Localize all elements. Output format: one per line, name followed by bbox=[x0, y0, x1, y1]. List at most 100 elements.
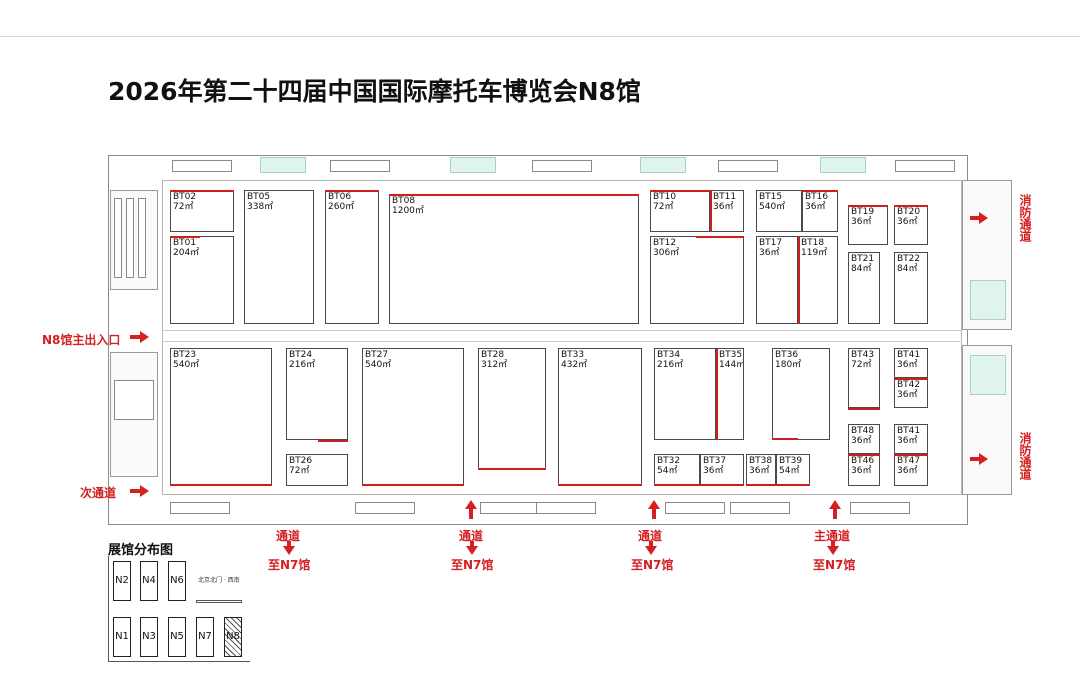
page-title: 2026年第二十四届中国国际摩托车博览会N8馆 bbox=[108, 77, 641, 106]
booth-area: 72㎡ bbox=[851, 360, 872, 370]
booth-bt48[interactable]: BT48 36㎡ bbox=[848, 424, 880, 454]
booth-bt23[interactable]: BT23 540㎡ bbox=[170, 348, 272, 486]
secondary-passage-arrow-icon bbox=[140, 485, 149, 497]
main-entrance-arrow-shaft bbox=[130, 335, 140, 339]
booth-bt10[interactable]: BT10 72㎡ bbox=[650, 190, 710, 232]
mini-hall-n3[interactable]: N3 bbox=[140, 617, 158, 657]
booth-code: BT20 bbox=[897, 207, 921, 217]
passage-down-arrow-shaft-1 bbox=[287, 541, 291, 547]
booth-code: BT48 bbox=[851, 426, 875, 436]
booth-area: 36㎡ bbox=[897, 466, 918, 476]
booth-code: BT02 bbox=[173, 192, 197, 202]
passage-up-arrow-icon bbox=[648, 500, 660, 509]
booth-bt43[interactable]: BT43 72㎡ bbox=[848, 348, 880, 408]
booth-bt35[interactable]: BT35 144㎡ bbox=[716, 348, 744, 440]
mini-hall-n6[interactable]: N6 bbox=[168, 561, 186, 601]
booth-area: 36㎡ bbox=[897, 217, 918, 227]
booth-code: BT16 bbox=[805, 192, 829, 202]
booth-bt19[interactable]: BT19 36㎡ bbox=[848, 205, 888, 245]
fire-passage-arrow-shaft-lower bbox=[970, 457, 979, 461]
opening-mark bbox=[894, 378, 928, 380]
opening-mark bbox=[848, 454, 880, 456]
booth-bt24[interactable]: BT24 216㎡ bbox=[286, 348, 348, 440]
booth-area: 540㎡ bbox=[173, 360, 200, 370]
booth-bt06[interactable]: BT06 260㎡ bbox=[325, 190, 379, 324]
booth-area: 338㎡ bbox=[247, 202, 274, 212]
mini-hall-n5[interactable]: N5 bbox=[168, 617, 186, 657]
booth-bt05[interactable]: BT05 338㎡ bbox=[244, 190, 314, 324]
passage-down-arrow-icon-2 bbox=[466, 546, 478, 555]
hall-distribution-title: 展馆分布图 bbox=[108, 543, 174, 558]
booth-bt42[interactable]: BT42 36㎡ bbox=[894, 378, 928, 408]
mini-hall-n7[interactable]: N7 bbox=[196, 617, 214, 657]
booth-bt11[interactable]: BT11 36㎡ bbox=[710, 190, 744, 232]
to-n7-label-4: 至N7馆 bbox=[813, 558, 856, 572]
booth-code: BT24 bbox=[289, 350, 313, 360]
booth-area: 180㎡ bbox=[775, 360, 802, 370]
booth-code: BT10 bbox=[653, 192, 677, 202]
booth-bt34[interactable]: BT34 216㎡ bbox=[654, 348, 716, 440]
passage-up-arrow-shaft bbox=[469, 509, 473, 519]
booth-area: 540㎡ bbox=[759, 202, 786, 212]
booth-bt22[interactable]: BT22 84㎡ bbox=[894, 252, 928, 324]
opening-mark bbox=[170, 190, 234, 192]
booth-area: 1200㎡ bbox=[392, 206, 424, 216]
opening-mark bbox=[798, 236, 800, 324]
booth-bt20[interactable]: BT20 36㎡ bbox=[894, 205, 928, 245]
booth-bt33[interactable]: BT33 432㎡ bbox=[558, 348, 642, 486]
mini-map-note: 北京北门 · 西南 bbox=[198, 577, 240, 584]
bottom-utility-4 bbox=[536, 502, 596, 514]
booth-area: 432㎡ bbox=[561, 360, 588, 370]
booth-bt21[interactable]: BT21 84㎡ bbox=[848, 252, 880, 324]
booth-code: BT08 bbox=[392, 196, 416, 206]
mini-hall-n4[interactable]: N4 bbox=[140, 561, 158, 601]
bottom-utility-2 bbox=[355, 502, 415, 514]
booth-bt41-upper[interactable]: BT41 36㎡ bbox=[894, 348, 928, 378]
passage-down-arrow-icon-1 bbox=[283, 546, 295, 555]
booth-bt37[interactable]: BT37 36㎡ bbox=[700, 454, 744, 486]
main-passage-down-arrow-shaft bbox=[831, 541, 835, 547]
booth-area: 144㎡ bbox=[719, 360, 744, 370]
booth-bt46[interactable]: BT46 36㎡ bbox=[848, 454, 880, 486]
hall-outline bbox=[108, 155, 968, 525]
left-stall-2 bbox=[126, 198, 134, 278]
booth-area: 36㎡ bbox=[897, 360, 918, 370]
booth-code: BT01 bbox=[173, 238, 197, 248]
booth-bt39[interactable]: BT39 54㎡ bbox=[776, 454, 810, 486]
booth-bt15[interactable]: BT15 540㎡ bbox=[756, 190, 802, 232]
booth-bt12[interactable]: BT12 306㎡ bbox=[650, 236, 744, 324]
mini-hall-n2[interactable]: N2 bbox=[113, 561, 131, 601]
booth-code: BT41 bbox=[897, 350, 921, 360]
booth-bt16[interactable]: BT16 36㎡ bbox=[802, 190, 838, 232]
top-utility-2 bbox=[330, 160, 390, 172]
booth-bt18[interactable]: BT18 119㎡ bbox=[798, 236, 838, 324]
booth-bt36[interactable]: BT36 180㎡ bbox=[772, 348, 830, 440]
opening-mark bbox=[746, 484, 810, 486]
booth-area: 216㎡ bbox=[289, 360, 316, 370]
booth-area: 312㎡ bbox=[481, 360, 508, 370]
booth-area: 36㎡ bbox=[897, 390, 918, 400]
booth-bt47[interactable]: BT47 36㎡ bbox=[894, 454, 928, 486]
mini-hall-n1[interactable]: N1 bbox=[113, 617, 131, 657]
mini-hall-n8-current[interactable]: N8 bbox=[224, 617, 242, 657]
booth-code: BT23 bbox=[173, 350, 197, 360]
top-fixture-4 bbox=[820, 157, 866, 173]
fire-passage-label-lower: 消防通道 bbox=[1018, 432, 1032, 480]
booth-code: BT34 bbox=[657, 350, 681, 360]
booth-bt27[interactable]: BT27 540㎡ bbox=[362, 348, 464, 486]
booth-bt32[interactable]: BT32 54㎡ bbox=[654, 454, 700, 486]
booth-bt08[interactable]: BT08 1200㎡ bbox=[389, 194, 639, 324]
opening-mark bbox=[894, 454, 928, 456]
booth-bt02[interactable]: BT02 72㎡ bbox=[170, 190, 234, 232]
booth-code: BT05 bbox=[247, 192, 271, 202]
booth-bt38[interactable]: BT38 36㎡ bbox=[746, 454, 776, 486]
booth-bt17[interactable]: BT17 36㎡ bbox=[756, 236, 798, 324]
passage-up-arrow-shaft bbox=[652, 509, 656, 519]
opening-mark bbox=[716, 348, 718, 440]
opening-mark bbox=[389, 194, 639, 196]
booth-code: BT28 bbox=[481, 350, 505, 360]
booth-bt41-lower[interactable]: BT41 36㎡ bbox=[894, 424, 928, 454]
booth-bt26[interactable]: BT26 72㎡ bbox=[286, 454, 348, 486]
booth-bt01[interactable]: BT01 204㎡ bbox=[170, 236, 234, 324]
booth-bt28[interactable]: BT28 312㎡ bbox=[478, 348, 546, 470]
